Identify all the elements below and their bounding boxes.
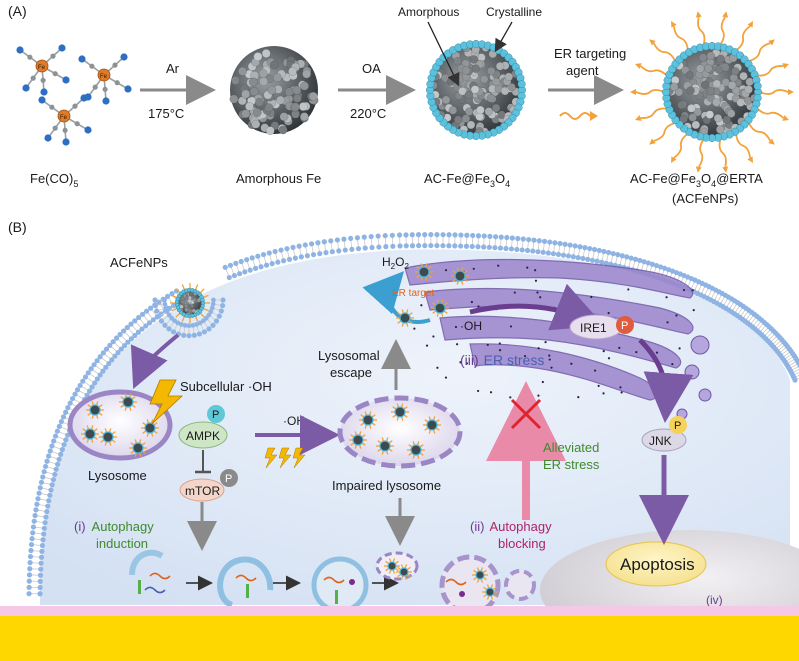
mtor-p-label: P <box>225 473 232 485</box>
crystalline-pointer <box>494 21 513 53</box>
er-target-label: ER target <box>392 288 434 299</box>
autophagy-induction-line1: (i)Autophagy <box>74 519 154 534</box>
bottom-yellow-bar <box>0 616 799 661</box>
panel-b-label: (B) <box>8 219 27 235</box>
lysosome-nanoparticles-icon <box>81 393 159 457</box>
acfenps-label: ACFeNPs <box>110 255 168 270</box>
endocytosed-acfenp-icon <box>170 283 210 323</box>
jnk-label: JNK <box>649 434 672 448</box>
lysosomal-escape-line2: escape <box>330 365 372 380</box>
ire1-phospho <box>616 316 634 334</box>
impaired-lysosome-nanoparticles-icon <box>349 403 441 459</box>
er-targeting-agent-icon <box>559 112 591 120</box>
amorphous-fe-name: Amorphous Fe <box>236 171 321 186</box>
ire1-p-label: P <box>621 320 628 332</box>
alleviated-line1: Alleviated <box>543 440 599 455</box>
ampk-phospho <box>207 405 225 423</box>
ampk-p-label: P <box>212 409 219 421</box>
lightning-icon <box>149 379 184 425</box>
step2-top-label: OA <box>362 61 381 76</box>
er-target-cycle-arrow <box>362 271 431 324</box>
step3-line2-label: agent <box>566 63 599 78</box>
endocytosis-arrow <box>130 333 180 389</box>
subcellular-oh-label: Subcellular ·OH <box>180 379 272 394</box>
core-shell-particle-icon <box>426 40 527 140</box>
blocked-x-icon-2 <box>510 398 542 430</box>
jnk-p-label: P <box>674 420 681 432</box>
er-to-ire1-arrow <box>469 283 604 331</box>
cell-membrane <box>26 231 799 597</box>
jnk-protein <box>641 428 687 452</box>
autophagy-blocking-line1: (ii)Autophagy <box>470 519 552 534</box>
svg-text:Fe: Fe <box>60 115 68 121</box>
svg-text:Fe: Fe <box>38 65 46 71</box>
acfenp-particle-icon <box>630 11 794 173</box>
er-targeting-agent-head-icon <box>590 111 598 121</box>
core-shell-name: AC-Fe@Fe3O4 <box>424 171 510 189</box>
step3-line1-label: ER targeting <box>554 46 626 61</box>
final-abbrev: (ACFeNPs) <box>672 191 738 206</box>
oh-radical-label: ·OH <box>283 414 305 428</box>
final-name: AC-Fe@Fe3O4@ERTA <box>630 171 763 189</box>
mtor-phospho <box>220 469 238 487</box>
panel-a-label: (A) <box>8 3 27 19</box>
h2o2-label: H2O2 <box>382 255 409 271</box>
oh-er-label: ·OH <box>460 319 482 333</box>
step-iv-label: (iv) <box>706 593 723 607</box>
endoplasmic-reticulum <box>404 258 712 420</box>
mtor-label: mTOR <box>185 484 220 498</box>
bottom-strip <box>0 606 799 618</box>
jnk-phospho <box>669 416 687 434</box>
alleviated-line2: ER stress <box>543 457 600 472</box>
autophagy-induction-line2: induction <box>96 536 148 551</box>
er-nanoparticles-icon <box>396 263 469 327</box>
small-lightning-icons <box>264 447 306 469</box>
amorphous-pointer <box>427 21 460 87</box>
er-stress-label: (iii)ER stress <box>460 352 544 368</box>
impaired-lysosome-label: Impaired lysosome <box>332 478 441 493</box>
amorphous-fe-particle-icon <box>229 46 319 136</box>
apoptosis-label: Apoptosis <box>620 555 695 574</box>
crystalline-label: Crystalline <box>486 5 542 19</box>
step1-bottom-label: 175°C <box>148 106 184 121</box>
lysosome-label: Lysosome <box>88 468 147 483</box>
ire1-to-jnk-arrow <box>638 338 694 423</box>
autophagy-blocking-line2: blocking <box>498 536 546 551</box>
ampk-label: AMPK <box>186 429 220 443</box>
mtor-protein <box>179 478 225 502</box>
ire1-label: IRE1 <box>580 321 607 335</box>
lysosomal-escape-line1: Lysosomal <box>318 348 380 363</box>
svg-text:Fe: Fe <box>100 74 108 80</box>
ampk-protein <box>178 421 228 449</box>
step1-top-label: Ar <box>166 61 180 76</box>
precursor-name: Fe(CO)5 <box>30 171 78 189</box>
step2-bottom-label: 220°C <box>350 106 386 121</box>
amorphous-label: Amorphous <box>398 5 459 19</box>
